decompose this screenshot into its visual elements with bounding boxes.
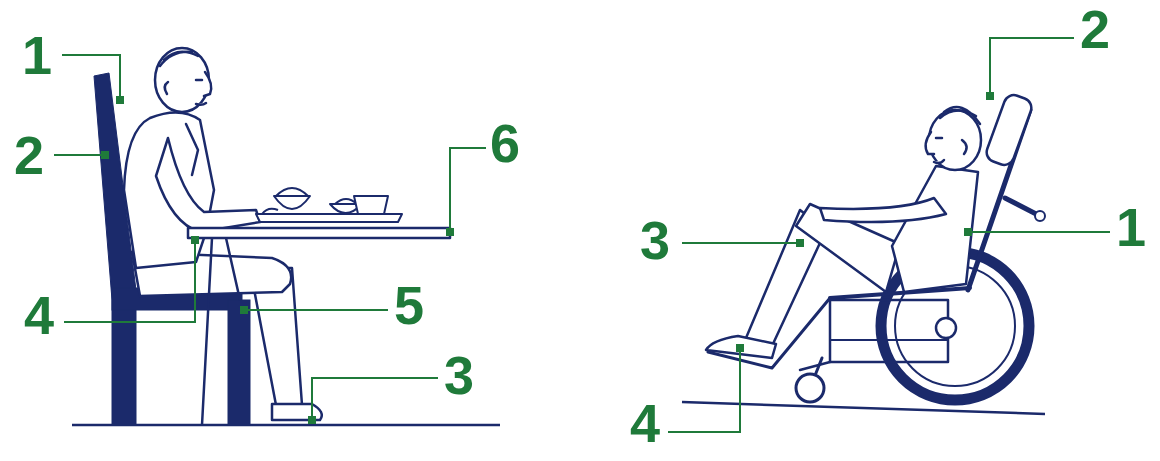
leader-dot — [796, 239, 804, 247]
chair — [94, 73, 250, 425]
leader-line — [64, 242, 195, 322]
seated-person — [165, 82, 168, 94]
leader-line — [682, 242, 798, 244]
table — [188, 228, 450, 238]
meal — [256, 188, 402, 222]
leader-dot — [736, 344, 744, 352]
callout-number: 4 — [630, 396, 660, 450]
floor-line — [682, 402, 1045, 414]
callout-number: 3 — [444, 348, 474, 402]
reclining-person — [706, 107, 981, 358]
wheelchair — [936, 318, 956, 338]
floor-line — [682, 402, 1045, 414]
wheelchair — [1035, 211, 1045, 221]
wheelchair — [830, 288, 970, 298]
seated-person — [156, 138, 260, 232]
seated-person — [196, 103, 206, 105]
leader-dot — [116, 96, 124, 104]
callout-number: 1 — [22, 28, 52, 82]
leader-dot — [446, 228, 454, 236]
leader-dot — [986, 92, 994, 100]
wheelchair — [830, 300, 948, 362]
leader-line — [54, 154, 103, 156]
reclining-person — [892, 166, 978, 292]
leader-line — [668, 350, 740, 432]
leader-line — [450, 148, 486, 230]
meal — [335, 199, 357, 204]
meal — [262, 209, 278, 214]
seated-person — [155, 48, 209, 112]
callout-number: 6 — [490, 116, 520, 170]
callout-number: 2 — [14, 128, 44, 182]
seated-person — [196, 79, 202, 82]
wheelchair — [796, 374, 824, 402]
reclining-person — [940, 107, 980, 124]
reclining-person — [926, 132, 934, 154]
seated-person — [160, 52, 198, 66]
reclining-person — [820, 198, 946, 222]
leader-dot — [101, 151, 109, 159]
leader-dot — [101, 92, 994, 424]
callout-number: 4 — [24, 288, 54, 342]
leader-line — [246, 309, 388, 311]
leader-line — [990, 38, 1074, 94]
table — [202, 238, 240, 425]
meal — [256, 214, 402, 222]
leader-dot — [191, 236, 199, 244]
callout-number: 1 — [1116, 200, 1146, 254]
leader-line — [970, 231, 1110, 233]
wheelchair — [800, 362, 830, 370]
leader-dot — [964, 228, 972, 236]
callout-number: 5 — [394, 278, 424, 332]
seated-person — [204, 72, 211, 96]
reclining-person — [929, 110, 981, 170]
chair — [94, 73, 136, 425]
meal — [274, 196, 310, 209]
leader-dot — [240, 306, 248, 314]
leader-line — [62, 55, 120, 98]
callout-number: 2 — [1080, 2, 1110, 56]
seated-person — [186, 124, 198, 175]
wheelchair — [830, 339, 948, 341]
meal — [354, 196, 388, 214]
wheelchair — [984, 92, 1034, 167]
callout-number: 3 — [640, 213, 670, 267]
leader-dot — [308, 416, 316, 424]
reclining-person — [934, 160, 944, 163]
reclining-person — [962, 140, 967, 154]
leader-line — [312, 378, 438, 418]
chair — [228, 300, 250, 425]
meal — [276, 188, 308, 196]
table — [188, 228, 450, 425]
reclining-person — [936, 137, 942, 140]
leader-line — [54, 38, 1110, 432]
